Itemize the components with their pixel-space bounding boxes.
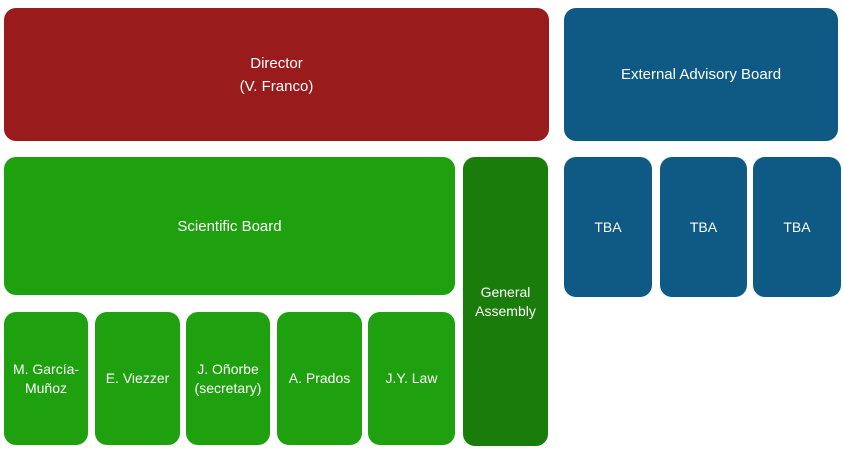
member-label: A. Prados [288,370,351,386]
scientific-board-label: Scientific Board [177,217,282,235]
member-box-prados: A. Prados [277,312,362,445]
advisor-box-tba-3: TBA [753,157,841,297]
scientific-board-box: Scientific Board [4,157,455,295]
external-advisory-board-label: External Advisory Board [620,66,782,83]
advisor-label: TBA [594,218,622,235]
member-label: M. García-Muñoz [12,360,80,396]
member-box-garcia-munoz: M. García-Muñoz [4,312,88,445]
advisor-label: TBA [783,218,811,235]
director-name: (V. Franco) [239,77,314,95]
general-assembly-box: General Assembly [463,157,548,446]
advisor-box-tba-1: TBA [564,157,652,297]
director-box: Director (V. Franco) [4,8,549,141]
member-box-law: J.Y. Law [368,312,455,445]
director-title: Director [250,54,303,72]
advisor-box-tba-2: TBA [660,157,747,297]
member-label: J.Y. Law [385,370,438,386]
member-label: E. Viezzer [105,370,170,386]
member-label: J. Oñorbe (secretary) [194,360,262,396]
external-advisory-board-box: External Advisory Board [564,8,838,141]
member-box-onorbe: J. Oñorbe (secretary) [186,312,270,445]
general-assembly-label: General Assembly [475,283,536,319]
advisor-label: TBA [689,218,718,235]
member-box-viezzer: E. Viezzer [95,312,180,445]
